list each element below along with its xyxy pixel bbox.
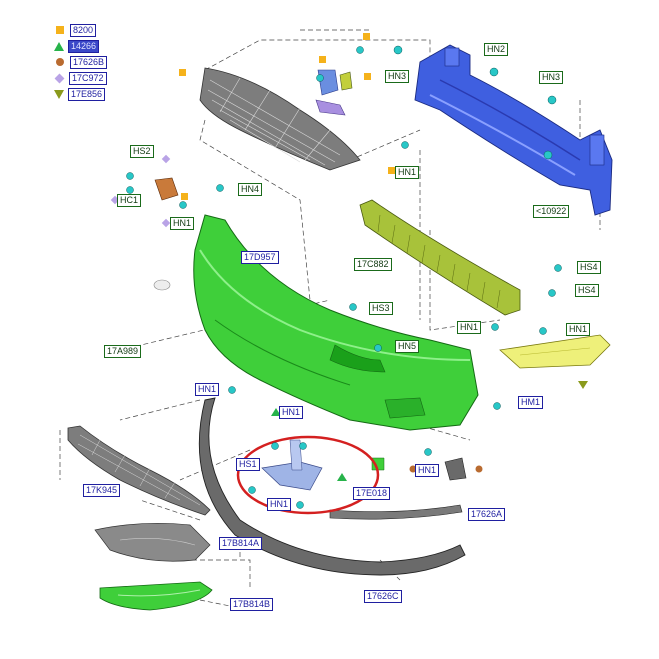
green-triangle-icon — [54, 41, 64, 51]
legend-code[interactable]: 17626B — [70, 55, 108, 69]
label-hc1[interactable]: HC1 — [117, 194, 142, 207]
label-17e018[interactable]: 17E018 — [353, 487, 391, 500]
brown-circle-icon — [56, 58, 64, 66]
legend-code[interactable]: 17C972 — [69, 71, 107, 85]
energy-absorber — [359, 199, 521, 316]
label-hn3-left[interactable]: HN3 — [385, 70, 410, 83]
bumper-beam — [414, 44, 613, 216]
lower-lip-spoiler — [198, 397, 466, 576]
side-reflector — [499, 334, 611, 369]
bracket-17626b — [444, 457, 467, 481]
label-hm1[interactable]: HM1 — [518, 396, 544, 409]
label-hs4-b[interactable]: HS4 — [575, 284, 599, 297]
orange-square-icon — [56, 26, 64, 34]
legend-row-17e856: 17E856 — [54, 87, 106, 101]
fog-bezel-17b814a — [94, 523, 211, 562]
legend-row-14266: 14266 — [54, 39, 100, 53]
label-17626a[interactable]: 17626A — [468, 508, 506, 521]
label-hn2[interactable]: HN2 — [484, 43, 509, 56]
label-10922[interactable]: <10922 — [533, 205, 570, 218]
label-17b814b[interactable]: 17B814B — [230, 598, 274, 611]
tow-hook-bracket — [236, 435, 385, 515]
legend-code[interactable]: 17E856 — [68, 87, 106, 101]
lavender-diamond-icon — [54, 73, 65, 83]
trim-strip-17626a — [329, 504, 463, 520]
label-hs1[interactable]: HS1 — [236, 458, 260, 471]
label-17d957[interactable]: 17D957 — [241, 251, 279, 264]
label-hn1-c[interactable]: HN1 — [457, 321, 482, 334]
fastener-clips — [126, 45, 562, 509]
label-hn5[interactable]: HN5 — [395, 340, 420, 353]
label-hn1-g[interactable]: HN1 — [415, 464, 440, 477]
label-hn1-e[interactable]: HN1 — [195, 383, 220, 396]
legend-row-8200: 8200 — [54, 23, 97, 37]
label-17a989[interactable]: 17A989 — [104, 345, 142, 358]
label-hn1-d[interactable]: HN1 — [566, 323, 591, 336]
label-hs4-a[interactable]: HS4 — [577, 261, 601, 274]
label-hn1-f[interactable]: HN1 — [279, 406, 304, 419]
label-hs2[interactable]: HS2 — [130, 145, 154, 158]
fog-bezel-17b814b — [99, 581, 213, 611]
bumper-cover — [153, 214, 479, 431]
upper-grille — [199, 67, 361, 171]
legend-code[interactable]: 14266 — [68, 39, 100, 53]
headlamp-bracket — [154, 177, 179, 201]
label-17k945[interactable]: 17K945 — [83, 484, 121, 497]
legend-row-17c972: 17C972 — [54, 71, 107, 85]
red-highlight-ring — [236, 435, 380, 515]
label-hn4[interactable]: HN4 — [238, 183, 263, 196]
label-hn1-a[interactable]: HN1 — [395, 166, 420, 179]
legend-row-17626b: 17626B — [54, 55, 108, 69]
label-hn1-h[interactable]: HN1 — [267, 498, 292, 511]
label-hs3[interactable]: HS3 — [369, 302, 393, 315]
label-17c882[interactable]: 17C882 — [354, 258, 392, 271]
lower-grille — [67, 425, 211, 516]
legend-code[interactable]: 8200 — [70, 23, 97, 37]
label-hn1-b[interactable]: HN1 — [170, 217, 195, 230]
label-17b814a[interactable]: 17B814A — [219, 537, 263, 550]
label-17626c[interactable]: 17626C — [364, 590, 402, 603]
label-hn3-right[interactable]: HN3 — [539, 71, 564, 84]
olive-triangle-icon — [54, 89, 64, 99]
